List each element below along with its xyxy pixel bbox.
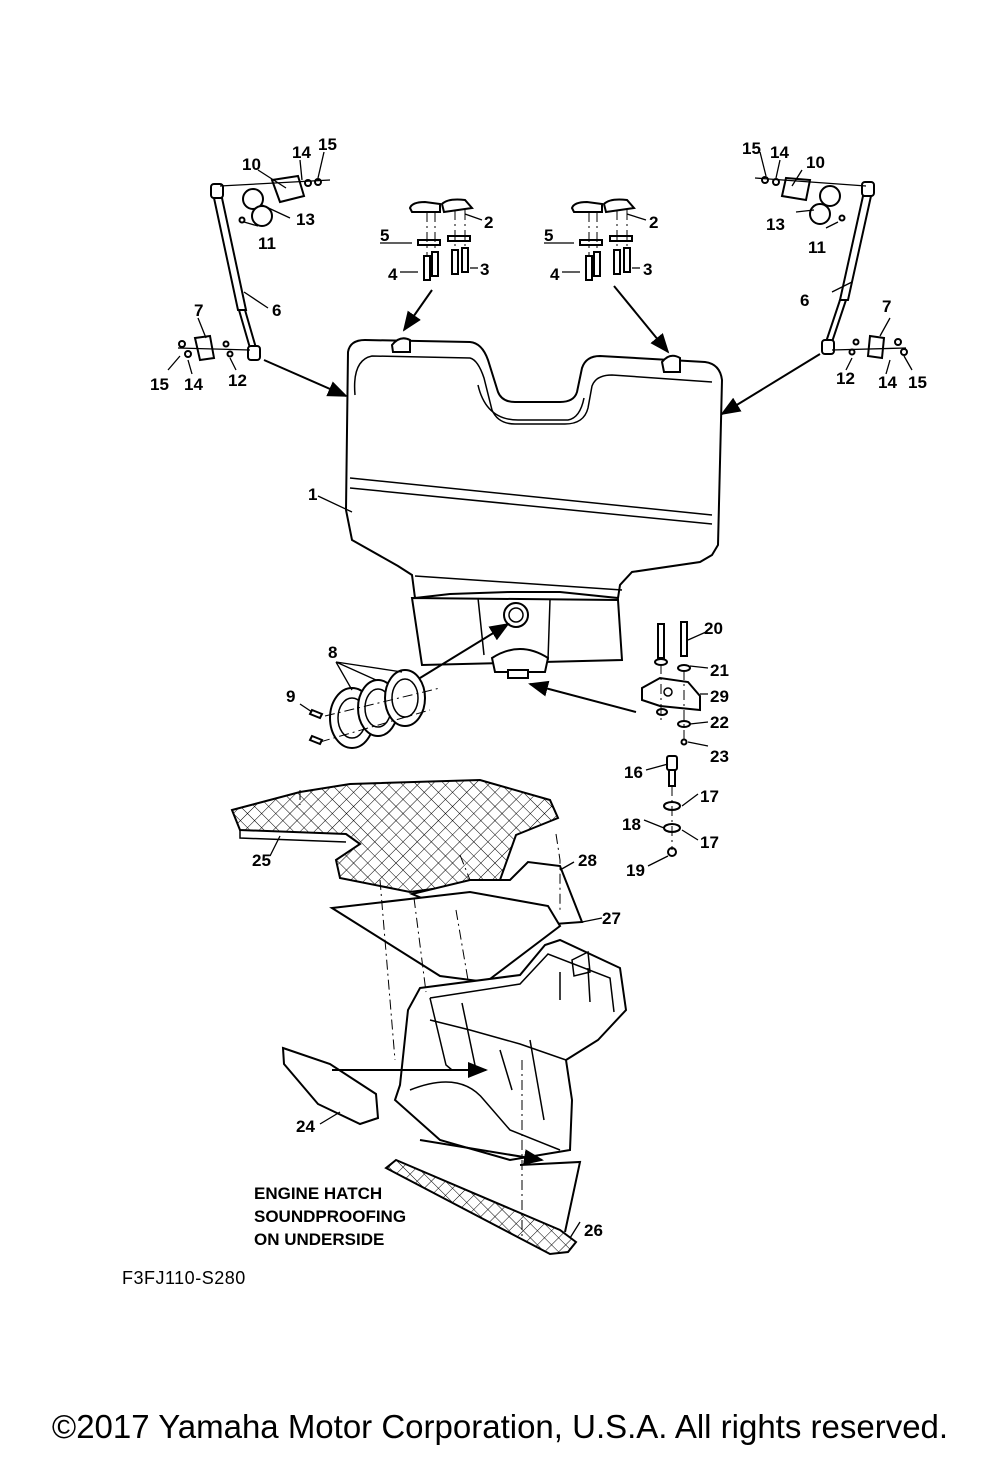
assembly-arrows	[263, 285, 821, 1233]
callout-1: 1	[308, 485, 317, 504]
callout-25: 25	[252, 851, 271, 870]
callout-3: 3	[480, 260, 489, 279]
callout-27: 27	[602, 909, 621, 928]
soundproof-tray	[393, 938, 628, 1162]
callout-22: 22	[710, 713, 729, 732]
callout-7: 7	[882, 297, 891, 316]
gas-strut-left	[210, 183, 261, 361]
callout-12: 12	[228, 371, 247, 390]
callout-24: 24	[296, 1117, 315, 1136]
callout-10: 10	[242, 155, 261, 174]
gas-strut-right	[821, 181, 875, 355]
callout-23: 23	[710, 747, 729, 766]
upper-bracket-right	[754, 176, 867, 225]
callout-2: 2	[649, 213, 658, 232]
callout-14: 14	[770, 143, 789, 162]
callout-10: 10	[806, 153, 825, 172]
vent-rings	[308, 669, 441, 749]
callout-14: 14	[292, 143, 311, 162]
callout-17: 17	[700, 787, 719, 806]
diagram-code: F3FJ110-S280	[122, 1268, 246, 1288]
hinge-bracket	[641, 621, 701, 746]
callout-28: 28	[578, 851, 597, 870]
callout-9: 9	[286, 687, 295, 706]
leader-lines	[167, 151, 913, 1239]
callout-19: 19	[626, 861, 645, 880]
mesh-strip	[384, 1158, 578, 1256]
mesh-mat-large	[230, 778, 560, 894]
callout-6: 6	[800, 291, 809, 310]
alignment-lines	[299, 790, 561, 1240]
upper-bracket-left	[219, 174, 331, 227]
soundproofing-note: ENGINE HATCH SOUNDPROOFING ON UNDERSIDE	[254, 1182, 406, 1251]
callout-14: 14	[878, 373, 897, 392]
callout-12: 12	[836, 369, 855, 388]
callout-11: 11	[808, 238, 826, 257]
callout-13: 13	[766, 215, 785, 234]
callout-5: 5	[380, 226, 389, 245]
callout-26: 26	[584, 1221, 603, 1240]
callout-2: 2	[484, 213, 493, 232]
callout-18: 18	[622, 815, 641, 834]
callout-3: 3	[643, 260, 652, 279]
engine-hatch	[344, 337, 724, 679]
callout-21: 21	[710, 661, 729, 680]
callout-15: 15	[150, 375, 169, 394]
callout-20: 20	[704, 619, 723, 638]
latch-assembly-right	[570, 198, 636, 281]
callout-13: 13	[296, 210, 315, 229]
copyright-notice: ©2017 Yamaha Motor Corporation, U.S.A. A…	[51, 1408, 949, 1445]
note-line-2: SOUNDPROOFING	[254, 1207, 407, 1226]
callout-4: 4	[388, 265, 398, 284]
note-line-1: ENGINE HATCH	[254, 1184, 383, 1203]
callout-7: 7	[194, 301, 203, 320]
callout-8: 8	[328, 643, 337, 662]
callout-15: 15	[742, 139, 761, 158]
callout-16: 16	[624, 763, 643, 782]
sheet-lower	[329, 890, 562, 984]
lower-bracket-left	[177, 334, 251, 362]
callout-6: 6	[272, 301, 281, 320]
callout-29: 29	[710, 687, 729, 706]
note-line-3: ON UNDERSIDE	[254, 1230, 385, 1249]
callout-14: 14	[184, 375, 203, 394]
callout-4: 4	[550, 265, 560, 284]
callout-15: 15	[908, 373, 927, 392]
callout-labels: 1 2 2 3 3 4 4 5 5 6 6 7 7 8 9 10 10 11 1…	[150, 135, 927, 1240]
side-pad	[281, 1046, 380, 1126]
callout-15: 15	[318, 135, 337, 154]
latch-assembly-left	[408, 198, 474, 281]
callout-17: 17	[700, 833, 719, 852]
callout-5: 5	[544, 226, 553, 245]
lower-bracket-right	[831, 334, 908, 360]
callout-11: 11	[258, 234, 276, 253]
pin-assembly	[663, 755, 681, 857]
